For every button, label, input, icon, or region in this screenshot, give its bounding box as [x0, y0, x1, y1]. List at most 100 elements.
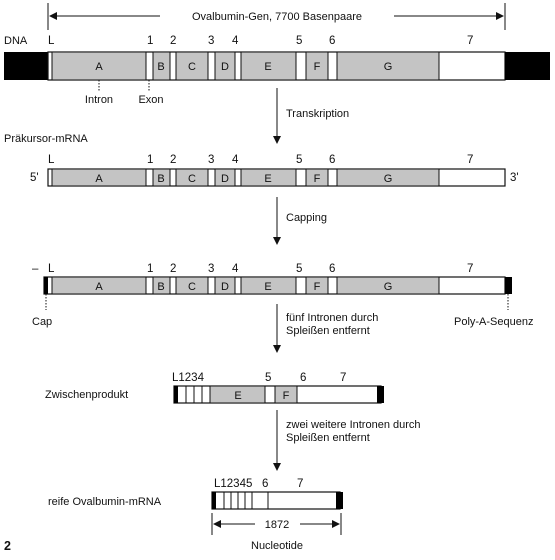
- polya-label: Poly-A-Sequenz: [454, 316, 534, 328]
- mat-num-6: 6: [262, 478, 268, 490]
- cap-intron-d: [214, 276, 236, 295]
- dna-intron-e: [240, 51, 297, 81]
- dna-num-1: 1: [147, 35, 153, 47]
- cap-intron-g: [336, 276, 440, 295]
- mature-label: reife Ovalbumin-mRNA: [48, 496, 162, 508]
- dna-letter-c: C: [188, 61, 196, 73]
- pre-intron-g: [336, 168, 440, 187]
- cap-num-1: 1: [147, 263, 153, 275]
- pre-letter-a: A: [95, 173, 103, 185]
- cap-intron-a: [51, 276, 147, 295]
- pre-num-2: 2: [170, 154, 176, 166]
- mature-bar: [211, 491, 343, 510]
- cap-num-4: 4: [232, 263, 239, 275]
- cap-intron-e: [240, 276, 297, 295]
- pre-intron-f: [305, 168, 329, 187]
- int-intron-e: [209, 385, 266, 404]
- gene-span-label: Ovalbumin-Gen, 7700 Basenpaare: [192, 11, 362, 23]
- cap-num-L: L: [48, 263, 55, 275]
- dna-num-6: 6: [329, 35, 335, 47]
- mat-num-7: 7: [297, 478, 303, 490]
- cap-label: Cap: [32, 316, 52, 328]
- cap-dash: –: [32, 263, 39, 275]
- int-letter-e: E: [234, 390, 241, 402]
- pre-intron-b: [152, 168, 171, 187]
- pre-letter-b: B: [157, 173, 164, 185]
- cap-letter-c: C: [188, 281, 196, 293]
- cap-letter-a: A: [95, 281, 103, 293]
- pre-num-1: 1: [147, 154, 153, 166]
- polya-block: [505, 277, 512, 294]
- dna-bar: [4, 51, 550, 81]
- splice1-line2: Spleißen entfernt: [286, 325, 370, 337]
- pre-letter-d: D: [221, 173, 229, 185]
- splice1-line1: fünf Intronen durch: [286, 312, 378, 324]
- pre-num-3: 3: [208, 154, 214, 166]
- mat-num-l12345: L12345: [214, 478, 252, 490]
- intron-label: Intron: [85, 94, 113, 106]
- cap-intron-c: [175, 276, 209, 295]
- dna-letter-g: G: [384, 61, 393, 73]
- pre-intron-d: [214, 168, 236, 187]
- pre-num-6: 6: [329, 154, 335, 166]
- pre-letter-g: G: [384, 173, 393, 185]
- dna-intron-g: [336, 51, 440, 81]
- cap-num-7: 7: [467, 263, 473, 275]
- pre-num-L: L: [48, 154, 55, 166]
- pre-num-7: 7: [467, 154, 473, 166]
- splice2-line2: Spleißen entfernt: [286, 432, 370, 444]
- int-polya-block: [377, 386, 384, 403]
- cap-num-3: 3: [208, 263, 214, 275]
- figure-number: 2: [4, 539, 11, 553]
- dna-num-2: 2: [170, 35, 176, 47]
- cap-letter-f: F: [314, 281, 321, 293]
- dna-intron-b: [152, 51, 171, 81]
- length-unit: Nucleotide: [251, 540, 303, 552]
- int-letter-f: F: [283, 390, 290, 402]
- dna-flank-right: [505, 52, 550, 80]
- precursor-bar: [47, 168, 506, 187]
- cap-letter-d: D: [221, 281, 229, 293]
- cap-block: [44, 277, 48, 294]
- dna-letter-a: A: [95, 61, 103, 73]
- capping-label: Capping: [286, 212, 327, 224]
- pre-intron-a: [51, 168, 147, 187]
- pre-intron-e: [240, 168, 297, 187]
- dna-label: DNA: [4, 35, 28, 47]
- pre-letter-e: E: [264, 173, 271, 185]
- pre-letter-c: C: [188, 173, 196, 185]
- pre-num-5: 5: [296, 154, 302, 166]
- dna-num-4: 4: [232, 35, 239, 47]
- dna-num-5: 5: [296, 35, 302, 47]
- cap-letter-b: B: [157, 281, 164, 293]
- dna-letter-b: B: [157, 61, 164, 73]
- dna-num-7: 7: [467, 35, 473, 47]
- exon-label: Exon: [138, 94, 163, 106]
- five-prime-label: 5': [30, 172, 39, 184]
- dna-flank-left: [4, 52, 48, 80]
- dna-intron-c: [175, 51, 209, 81]
- capped-bar: [43, 276, 512, 295]
- dna-intron-f: [305, 51, 329, 81]
- mat-cap-block: [212, 492, 216, 509]
- intermediate-label: Zwischenprodukt: [45, 389, 128, 401]
- int-num-6: 6: [300, 372, 306, 384]
- cap-intron-b: [152, 276, 171, 295]
- cap-intron-f: [305, 276, 329, 295]
- splice2-line1: zwei weitere Intronen durch: [286, 419, 421, 431]
- dna-num-3: 3: [208, 35, 214, 47]
- pre-letter-f: F: [314, 173, 321, 185]
- dna-intron-d: [214, 51, 236, 81]
- dna-letter-f: F: [314, 61, 321, 73]
- int-intron-f: [274, 385, 298, 404]
- cap-num-6: 6: [329, 263, 335, 275]
- int-num-5: 5: [265, 372, 271, 384]
- int-num-l1234: L1234: [172, 372, 205, 384]
- int-cap-block: [174, 386, 178, 403]
- pre-num-4: 4: [232, 154, 239, 166]
- pre-intron-c: [175, 168, 209, 187]
- length-value: 1872: [265, 519, 289, 531]
- int-num-7: 7: [340, 372, 346, 384]
